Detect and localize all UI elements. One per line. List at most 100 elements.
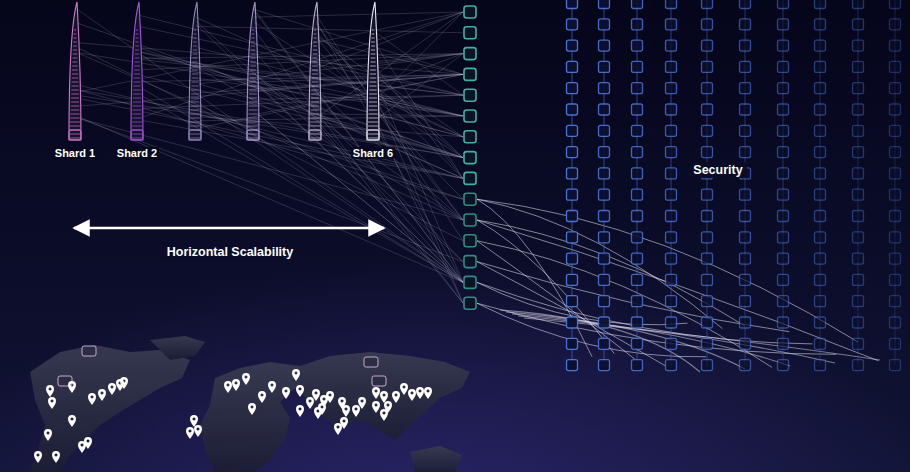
shard-spike-outline [127,0,147,141]
chain-block [890,0,901,9]
chain-block [666,61,677,72]
chain-block [740,19,751,30]
shard-block [70,114,79,115]
chain-block [778,296,789,307]
shard-block [132,122,142,123]
chain-block [740,232,751,243]
chain-block [853,189,864,200]
chain-block [702,274,713,285]
axis-label: Horizontal Scalability [163,244,297,260]
chain-block [853,147,864,158]
shard-link [140,57,463,96]
validator-node [464,276,476,288]
chain-block [632,296,643,307]
shard-block [70,126,80,127]
shard-link [378,54,463,119]
shard-block [133,86,140,87]
chain-block [632,61,643,72]
chain-block [599,360,610,371]
security-link [500,310,700,372]
continent-north-america [30,345,190,472]
chain-block [778,317,789,328]
shard-block [251,46,255,47]
location-pin [44,429,52,441]
chain-block [567,296,578,307]
chain-block [599,296,610,307]
shard-link [320,100,463,137]
shard-link [320,12,463,115]
shard-link [316,14,463,241]
chain-block [778,232,789,243]
location-pin [98,389,106,401]
chain-block [740,104,751,115]
validator-node [464,214,476,226]
location-pin [342,405,350,417]
shard-block [72,62,77,63]
shard-link [377,12,463,98]
shard-block [249,90,256,91]
shard-block [313,46,317,47]
shard-block [132,118,141,119]
location-pin [46,385,54,397]
security-link [524,318,880,360]
chain-block [815,296,826,307]
shard-block [71,106,80,107]
chain-block [599,125,610,136]
chain-block [632,147,643,158]
chain-block [890,61,901,72]
shard-block [72,74,78,75]
shard-block [73,38,76,39]
chain-block [853,360,864,371]
chain-block [702,40,713,51]
validator-column [464,6,476,309]
chain-block [815,338,826,349]
location-pin [258,391,266,403]
chain-block [666,83,677,94]
validator-node [464,27,476,39]
validator-node [464,235,476,247]
shard-block [371,46,375,47]
validator-node [464,68,476,80]
chain-block [740,338,751,349]
chain-block [890,168,901,179]
shard-link [254,12,463,17]
chain-block [853,296,864,307]
shard-link [378,101,463,304]
chain-block [702,104,713,115]
shard-block [134,70,140,71]
chain-block [702,125,713,136]
chain-block [815,147,826,158]
shard-link [318,12,463,68]
shard-block [134,78,140,79]
shard-link [196,21,463,261]
chain-block [632,253,643,264]
location-pin [306,397,314,409]
chain-block [666,189,677,200]
location-pin [296,385,304,397]
security-link [477,282,812,344]
chain-block [740,125,751,136]
chain-block [740,147,751,158]
shard-block [313,38,316,39]
chain-block [740,296,751,307]
shard-link [318,50,463,199]
chain-block [567,83,578,94]
location-pin [282,387,290,399]
chain-block [599,189,610,200]
location-pin [224,381,232,393]
chain-link [895,0,896,365]
chain-block [815,360,826,371]
location-pin [408,389,416,401]
shard-label: Shard 6 [351,147,395,159]
chain-block [815,104,826,115]
chain-block [853,274,864,285]
chain-block [815,40,826,51]
chain-block [666,168,677,179]
chain-block [567,211,578,222]
shard-block [371,50,375,51]
shard-block [370,74,376,75]
chain-block [815,125,826,136]
chain-block [778,338,789,349]
chain-block [567,338,578,349]
chain-block [815,232,826,243]
